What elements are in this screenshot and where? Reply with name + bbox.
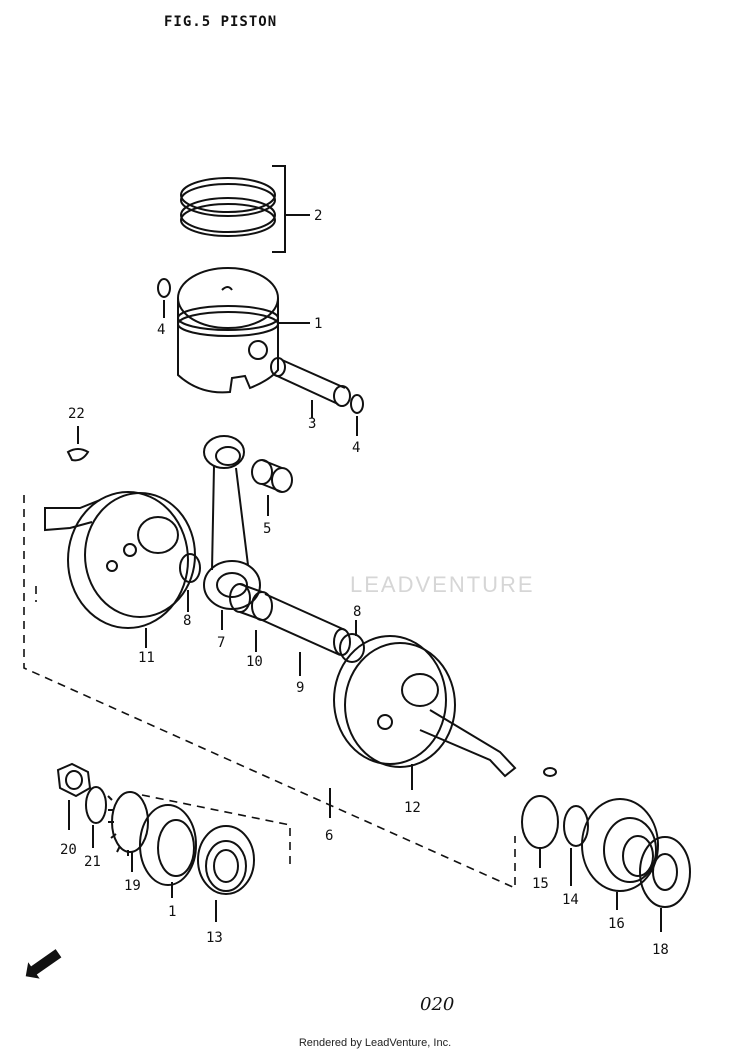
circlip-right [350, 394, 364, 414]
callout-3: 3 [308, 416, 316, 432]
callout-4a: 4 [157, 322, 165, 338]
crank-bearing-left [197, 825, 255, 895]
crank-half-right [333, 635, 517, 778]
circlip-left [157, 278, 171, 298]
callout-7: 7 [217, 635, 225, 651]
piston-rings [180, 177, 276, 237]
callout-18: 18 [652, 942, 669, 958]
piston-pin [270, 357, 351, 407]
callout-22: 22 [68, 406, 85, 422]
callout-11: 11 [138, 650, 155, 666]
callout-20: 20 [60, 842, 77, 858]
callout-8a: 8 [183, 613, 191, 629]
callout-5: 5 [263, 521, 271, 537]
shim [563, 805, 589, 847]
callout-2: 2 [314, 208, 322, 224]
callout-14: 14 [562, 892, 579, 908]
crank-pin [261, 593, 351, 656]
connecting-rod [203, 435, 261, 610]
lock-washer [85, 786, 107, 824]
callout-19: 19 [124, 878, 141, 894]
needle-bearing [251, 459, 293, 493]
crank-bearing-left-inner [139, 804, 197, 886]
callout-16: 16 [608, 916, 625, 932]
crank-bearing-right [581, 798, 659, 892]
bracket-2 [272, 165, 286, 253]
thrust-washer-left [179, 553, 201, 583]
callout-15: 15 [532, 876, 549, 892]
primary-gear [107, 791, 149, 856]
callout-9: 9 [296, 680, 304, 696]
callout-1: 1 [314, 316, 322, 332]
callout-8b: 8 [353, 604, 361, 620]
crank-half-left [44, 491, 196, 629]
footer-credit: Rendered by LeadVenture, Inc. [298, 1037, 452, 1049]
forward-arrow-icon [25, 949, 62, 979]
oil-seal-outer [639, 836, 691, 908]
nut [56, 762, 92, 798]
piston [177, 267, 279, 394]
page-number: 020 [420, 994, 455, 1015]
watermark: LEADVENTURE [350, 572, 535, 597]
woodruff-key [66, 448, 90, 462]
figure-title: FIG.5 PISTON [164, 14, 278, 30]
callout-10: 10 [246, 654, 263, 670]
oil-seal-right [521, 795, 559, 849]
thrust-washer-right [339, 633, 365, 663]
callout-21: 21 [84, 854, 101, 870]
callout-13: 13 [206, 930, 223, 946]
callout-6: 6 [325, 828, 333, 844]
callout-17: 1 [168, 904, 176, 920]
crankshaft-assembly-bracket [23, 495, 516, 890]
callout-4b: 4 [352, 440, 360, 456]
callout-12: 12 [404, 800, 421, 816]
